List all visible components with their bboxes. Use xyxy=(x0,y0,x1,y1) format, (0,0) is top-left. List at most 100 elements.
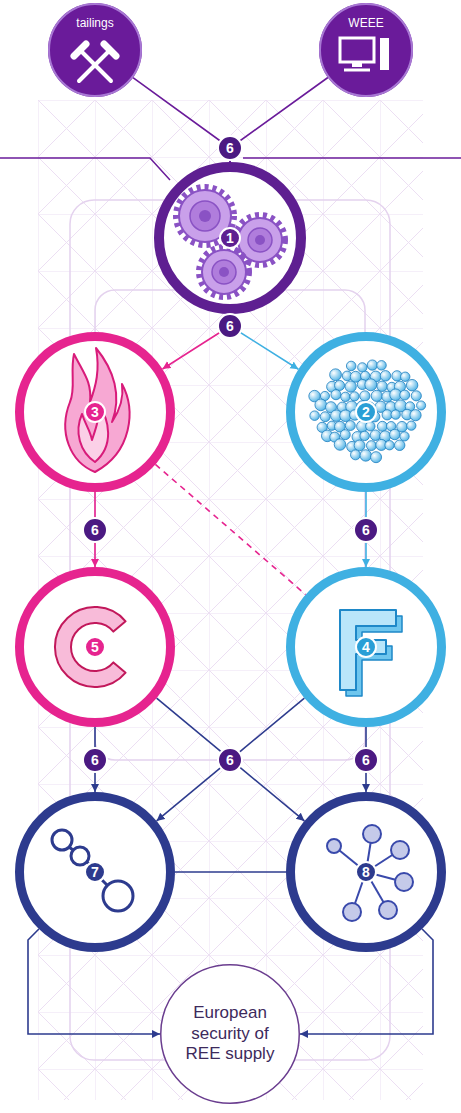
step-number: 4 xyxy=(355,636,377,658)
callout-badge: 6 xyxy=(217,135,243,161)
bead xyxy=(358,363,367,372)
bead xyxy=(407,421,416,430)
text-group: 2 xyxy=(355,401,377,423)
process-circle: 5 xyxy=(15,567,175,727)
connector xyxy=(175,871,286,873)
bead xyxy=(377,361,387,371)
bead xyxy=(390,429,400,439)
callout-number: 6 xyxy=(353,517,379,543)
callout-badge: 6 xyxy=(82,517,108,543)
gears-icon-part xyxy=(219,267,229,277)
bead xyxy=(335,380,345,390)
hammer-icon-part xyxy=(74,44,86,56)
gears-icon-part xyxy=(212,260,236,284)
flame-icon xyxy=(65,348,129,472)
process-circle: 3 xyxy=(15,332,175,492)
chain-icon-part xyxy=(71,847,89,865)
letter-c-icon xyxy=(55,607,126,687)
bead xyxy=(310,411,320,421)
bead xyxy=(360,391,370,401)
circle-border xyxy=(291,797,442,948)
callout-badge: 6 xyxy=(217,747,243,773)
hammer-icon xyxy=(74,44,116,81)
circle-border xyxy=(49,4,141,96)
bead xyxy=(320,412,330,422)
process-circle: 4 xyxy=(286,567,446,727)
step-number: 5 xyxy=(84,636,106,658)
bead xyxy=(345,381,356,392)
bead xyxy=(365,379,377,391)
callout-number: 6 xyxy=(82,517,108,543)
bead xyxy=(346,361,356,371)
process-circle: 7 xyxy=(15,792,175,952)
computer-icon xyxy=(340,38,389,70)
source-label: WEEE xyxy=(348,16,383,30)
network-icon xyxy=(327,825,413,921)
top-rule-part xyxy=(0,158,170,180)
connector xyxy=(157,698,305,821)
chain-icon-part xyxy=(103,881,133,911)
source-circle: WEEE xyxy=(319,3,413,97)
bead xyxy=(417,401,426,410)
gears-icon-part xyxy=(248,228,272,252)
node-discs xyxy=(17,3,444,950)
callout-number: 6 xyxy=(217,747,243,773)
callout-number: 6 xyxy=(353,747,379,773)
bead xyxy=(411,391,421,401)
letter-f-icon xyxy=(340,610,402,696)
bead xyxy=(354,440,365,451)
chain-icon xyxy=(52,830,133,911)
hammer-icon-part xyxy=(80,50,111,81)
bead xyxy=(406,379,417,390)
bead xyxy=(377,421,387,431)
text-group: tailings xyxy=(76,16,113,30)
callout-number: 6 xyxy=(82,747,108,773)
source-label: tailings xyxy=(76,16,113,30)
text-group: 7 xyxy=(84,861,106,883)
source-circle: tailings xyxy=(48,3,142,97)
node-discs-part xyxy=(156,164,304,312)
text-group: WEEE xyxy=(348,16,383,30)
bead xyxy=(366,441,376,451)
bead xyxy=(371,390,382,401)
connector xyxy=(157,698,305,821)
network-icon-part-part xyxy=(343,903,361,921)
step-number: 8 xyxy=(355,861,377,883)
text-group: 4 xyxy=(355,636,377,658)
bead xyxy=(370,430,381,441)
bead xyxy=(400,432,409,441)
circle-border xyxy=(291,337,442,488)
hammer-icon-part xyxy=(79,50,110,81)
step-number: 3 xyxy=(84,401,106,423)
hammer-icon-part xyxy=(104,44,116,56)
network-icon-part xyxy=(327,825,413,921)
bead xyxy=(391,410,400,419)
computer-icon-part xyxy=(340,38,374,62)
bead xyxy=(345,421,355,431)
text-group: 3 xyxy=(84,401,106,423)
callout-badge: 6 xyxy=(82,747,108,773)
connector xyxy=(133,78,230,162)
connector xyxy=(230,78,328,163)
bead xyxy=(394,440,404,450)
goal-label: European security of REE supply xyxy=(180,1003,280,1064)
process-circle: 2 xyxy=(286,332,446,492)
connector xyxy=(155,464,305,594)
circle-border xyxy=(20,797,171,948)
bead xyxy=(367,360,377,370)
callout-number: 6 xyxy=(217,313,243,339)
gears-icon-part xyxy=(255,235,265,245)
letter-c-icon-part xyxy=(55,607,126,687)
chain-icon-part xyxy=(52,830,72,850)
computer-icon-part xyxy=(344,69,370,72)
bead xyxy=(340,430,350,440)
bead xyxy=(341,392,350,401)
bead xyxy=(385,441,394,450)
top-rule-part xyxy=(243,157,461,159)
node-discs-part xyxy=(288,334,444,490)
process-circle: 8 xyxy=(286,792,446,952)
bead xyxy=(400,390,410,400)
bead xyxy=(315,399,327,411)
callout-badge: 6 xyxy=(353,517,379,543)
